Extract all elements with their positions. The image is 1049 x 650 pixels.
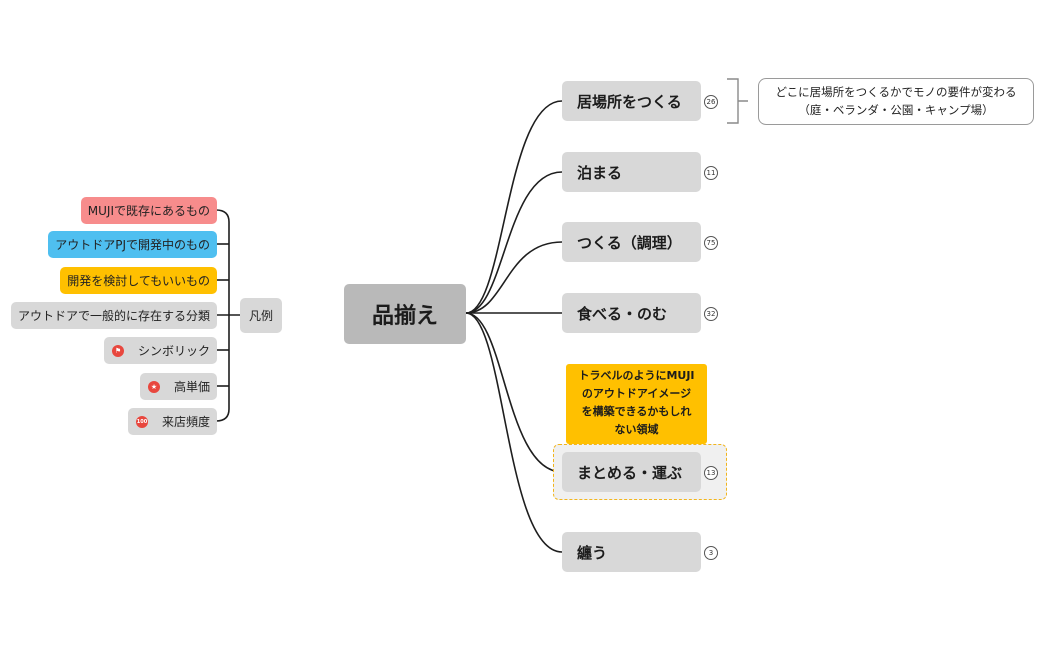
- central-topic[interactable]: 品揃え: [344, 284, 466, 344]
- ibasho-note[interactable]: どこに居場所をつくるかでモノの要件が変わる （庭・ベランダ・公園・キャンプ場）: [758, 78, 1034, 125]
- topic-tsukuru[interactable]: つくる（調理）: [562, 222, 701, 262]
- branch-line-1: [465, 100, 563, 314]
- legend-item-symbolic[interactable]: ⚑シンボリック: [103, 337, 217, 364]
- legend-item-considering[interactable]: 開発を検討してもいいもの: [60, 267, 217, 294]
- legend-item-general[interactable]: アウトドアで一般的に存在する分類: [10, 302, 217, 329]
- star-icon: ★: [147, 380, 160, 393]
- legend-item-developing[interactable]: アウトドアPJで開発中のもの: [48, 231, 217, 258]
- flag-icon: ⚑: [111, 344, 124, 357]
- topic-matomeru[interactable]: まとめる・運ぶ: [562, 452, 701, 492]
- branch-line-5: [465, 312, 563, 473]
- count-badge[interactable]: 75: [704, 236, 718, 250]
- topic-matou[interactable]: 纏う: [562, 532, 701, 572]
- legend-bracket: [215, 209, 230, 422]
- legend-title[interactable]: 凡例: [240, 298, 282, 333]
- branch-line-6: [465, 312, 563, 553]
- count-badge[interactable]: 32: [704, 307, 718, 321]
- topic-taberu[interactable]: 食べる・のむ: [562, 293, 701, 333]
- legend-item-existing[interactable]: MUJIで既存にあるもの: [80, 197, 217, 224]
- branch-line-2: [465, 171, 563, 314]
- note-brace: [727, 78, 748, 124]
- callout-note[interactable]: トラベルのようにMUJI のアウトドアイメージ を構築できるかもしれ ない領域: [566, 364, 707, 444]
- count-badge[interactable]: 3: [704, 546, 718, 560]
- branch-line-3: [465, 241, 563, 314]
- number-100-icon: 100: [135, 415, 148, 428]
- topic-ibasho[interactable]: 居場所をつくる: [562, 81, 701, 121]
- count-badge[interactable]: 13: [704, 466, 718, 480]
- legend-item-high-price[interactable]: ★高単価: [139, 373, 217, 400]
- topic-tomaru[interactable]: 泊まる: [562, 152, 701, 192]
- count-badge[interactable]: 11: [704, 166, 718, 180]
- count-badge[interactable]: 26: [704, 95, 718, 109]
